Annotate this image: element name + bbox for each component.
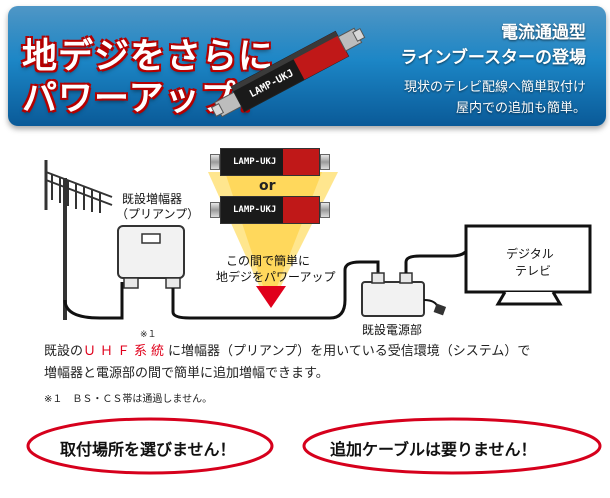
preamp-label-line-1: 既設増幅器: [122, 192, 183, 206]
tv-label-line-1: デジタル: [506, 247, 554, 261]
booster-device-1: LAMP-UKJ: [210, 148, 330, 176]
or-label: or: [259, 178, 276, 194]
description-line-1-prefix: 既設の: [44, 344, 84, 359]
headline-line-1: 地デジをさらに: [22, 37, 275, 77]
uhf-system-highlight: ＵＨＦ系統: [83, 344, 169, 359]
booster-model-label-2: LAMP-UKJ: [233, 205, 277, 215]
digital-tv: [464, 224, 592, 306]
callout-left-ring: [26, 417, 274, 475]
banner-description-line-1: 現状のテレビ配線へ簡単取付け: [403, 80, 586, 95]
description-line-1-suffix: に増幅器（プリアンプ）を用いている受信環境（システム）で: [168, 344, 531, 359]
banner-description-line-2: 屋内での追加も簡単。: [455, 101, 586, 116]
banner-product-image: LAMP-UKJ: [204, 20, 374, 120]
callout-left-text: 取付場所を選びません！: [60, 440, 236, 459]
hero-banner: 地デジをさらに パワーアップ！ LAMP-UKJ 電流通過型 ラインブースターの…: [8, 6, 606, 126]
cable-antenna-to-preamp: [63, 282, 124, 320]
subtitle-line-1: 電流通過型: [501, 23, 586, 43]
subtitle-line-2: ラインブースターの登場: [400, 48, 586, 68]
power-unit-device: [361, 272, 425, 317]
booster-device-2: LAMP-UKJ: [210, 196, 330, 224]
cable-power-unit-to-tv: [404, 239, 472, 273]
description-line-2: 増幅器と電源部の間で簡単に追加増幅できます。: [44, 366, 329, 381]
cable-preamp-to-power-unit: [171, 260, 380, 320]
booster-model-label-1: LAMP-UKJ: [233, 157, 277, 167]
insert-point-marker: [256, 286, 286, 308]
preamp-device: [117, 225, 185, 289]
callout-right-text: 追加ケーブルは要りません！: [330, 440, 537, 459]
preamp-label-line-2: （プリアンプ）: [116, 207, 200, 221]
footnote-marker: ※１: [140, 330, 157, 340]
insert-label-line-1: この間で簡単に: [226, 254, 311, 268]
callout-right-ring: [302, 417, 602, 475]
footnote: ※１ ＢＳ・ＣＳ帯は通過しません。: [44, 394, 213, 405]
insert-label-line-2: 地デジをパワーアップ: [216, 270, 336, 284]
uhf-antenna: [44, 160, 113, 320]
description-line-1: 既設のＵＨＦ系統に増幅器（プリアンプ）を用いている受信環境（システム）で: [44, 340, 530, 359]
tv-label-line-2: テレビ: [515, 264, 552, 278]
power-unit-label: 既設電源部: [362, 323, 423, 337]
